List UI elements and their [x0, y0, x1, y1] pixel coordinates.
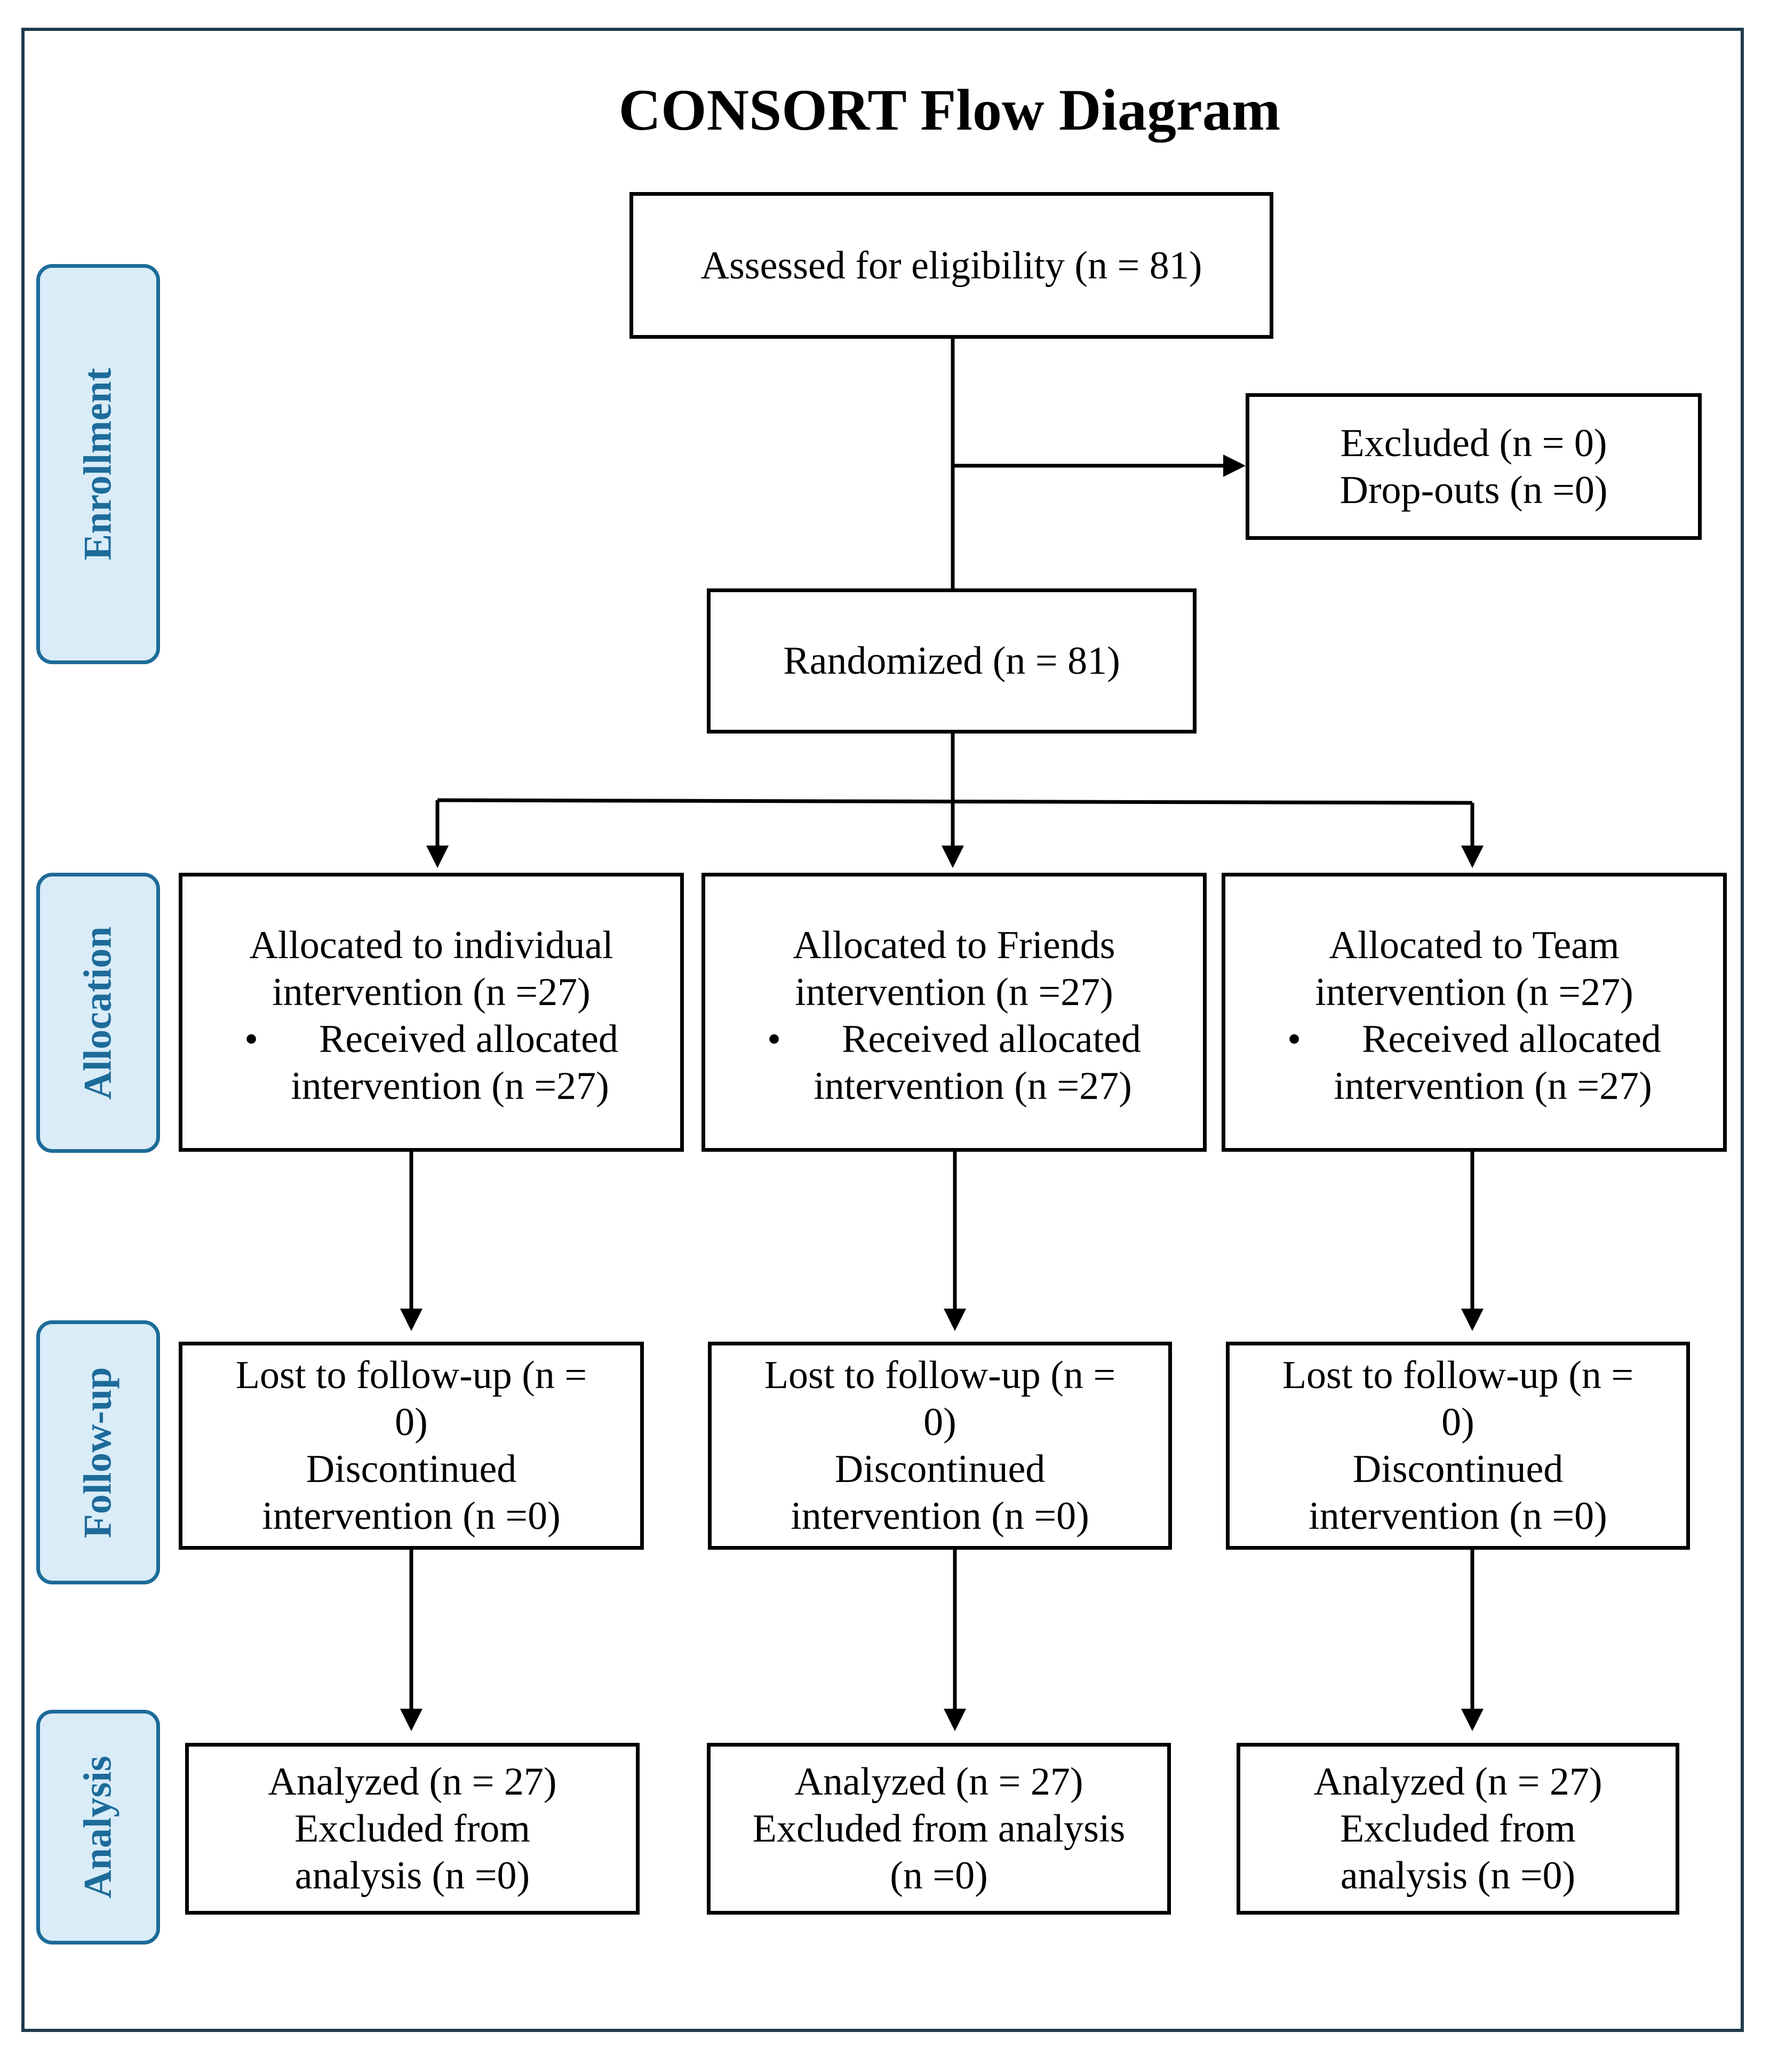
received-text: intervention (n =27) [814, 1064, 1132, 1108]
analysis-box-individual: Analyzed (n = 27) Excluded from analysis… [185, 1743, 640, 1915]
received-text: intervention (n =27) [291, 1064, 609, 1108]
analyzed-text: Analyzed (n = 27) [268, 1760, 557, 1804]
analysis-box-team: Analyzed (n = 27) Excluded from analysis… [1237, 1743, 1679, 1915]
received-text: Received allocated [1362, 1017, 1661, 1061]
assessed-box: Assessed for eligibility (n = 81) [629, 192, 1273, 339]
diagram-title: CONSORT Flow Diagram [618, 77, 1281, 142]
randomized-box: Randomized (n = 81) [707, 588, 1197, 734]
lost-followup-text: Lost to follow-up (n = [1282, 1353, 1634, 1397]
received-item: • Received allocated [1287, 1016, 1661, 1063]
allocation-box-team: Allocated to Team intervention (n =27) •… [1222, 873, 1727, 1152]
excluded-box: Excluded (n = 0) Drop-outs (n =0) [1246, 393, 1702, 540]
lost-followup-text: Lost to follow-up (n = [235, 1353, 587, 1397]
dropouts-text: Drop-outs (n =0) [1340, 468, 1608, 512]
lost-followup-text: 0) [395, 1400, 428, 1444]
allocation-text: intervention (n =27) [272, 970, 591, 1014]
excluded-analysis-text: (n =0) [890, 1854, 988, 1898]
received-text: Received allocated [319, 1017, 618, 1061]
lost-followup-text: Lost to follow-up (n = [764, 1353, 1116, 1397]
bullet-mark: • [244, 1017, 258, 1061]
allocation-text: intervention (n =27) [1315, 970, 1633, 1014]
discontinued-text: Discontinued [306, 1447, 517, 1491]
stage-enrollment: Enrollment [36, 264, 160, 664]
allocation-text: Allocated to Team [1329, 923, 1620, 967]
received-text: intervention (n =27) [1334, 1064, 1652, 1108]
allocation-text: Allocated to individual [249, 923, 613, 967]
excluded-analysis-text: Excluded from [1340, 1807, 1576, 1851]
bullet-mark: • [1287, 1017, 1301, 1061]
bullet-mark: • [767, 1017, 781, 1061]
excluded-text: Excluded (n = 0) [1340, 421, 1607, 465]
discontinued-text: intervention (n =0) [791, 1494, 1089, 1538]
analyzed-text: Analyzed (n = 27) [794, 1760, 1083, 1804]
followup-box-friends: Lost to follow-up (n = 0) Discontinued i… [708, 1342, 1172, 1550]
allocation-box-friends: Allocated to Friends intervention (n =27… [701, 873, 1207, 1152]
discontinued-text: intervention (n =0) [1309, 1494, 1607, 1538]
excluded-analysis-text: Excluded from analysis [752, 1807, 1126, 1851]
received-text: Received allocated [842, 1017, 1141, 1061]
lost-followup-text: 0) [1441, 1400, 1474, 1444]
excluded-analysis-text: analysis (n =0) [1340, 1854, 1576, 1898]
stage-analysis: Analysis [36, 1710, 160, 1945]
followup-box-team: Lost to follow-up (n = 0) Discontinued i… [1226, 1342, 1690, 1550]
allocation-text: intervention (n =27) [795, 970, 1113, 1014]
connector-branch-horizontal [437, 798, 1473, 805]
excluded-analysis-text: analysis (n =0) [294, 1854, 530, 1898]
stage-followup: Follow-up [36, 1320, 160, 1584]
allocation-text: Allocated to Friends [793, 923, 1115, 967]
stage-allocation: Allocation [36, 873, 160, 1153]
received-item: • Received allocated [244, 1016, 618, 1063]
excluded-analysis-text: Excluded from [294, 1807, 530, 1851]
diagram-frame [21, 28, 1744, 2032]
randomized-text: Randomized (n = 81) [783, 639, 1120, 683]
discontinued-text: intervention (n =0) [262, 1494, 561, 1538]
received-item: • Received allocated [767, 1016, 1141, 1063]
followup-box-individual: Lost to follow-up (n = 0) Discontinued i… [179, 1342, 644, 1550]
assessed-text: Assessed for eligibility (n = 81) [700, 243, 1202, 288]
analyzed-text: Analyzed (n = 27) [1313, 1760, 1602, 1804]
discontinued-text: Discontinued [1352, 1447, 1564, 1491]
allocation-box-individual: Allocated to individual intervention (n … [179, 873, 684, 1152]
discontinued-text: Discontinued [834, 1447, 1046, 1491]
lost-followup-text: 0) [923, 1400, 956, 1444]
analysis-box-friends: Analyzed (n = 27) Excluded from analysis… [707, 1743, 1171, 1915]
